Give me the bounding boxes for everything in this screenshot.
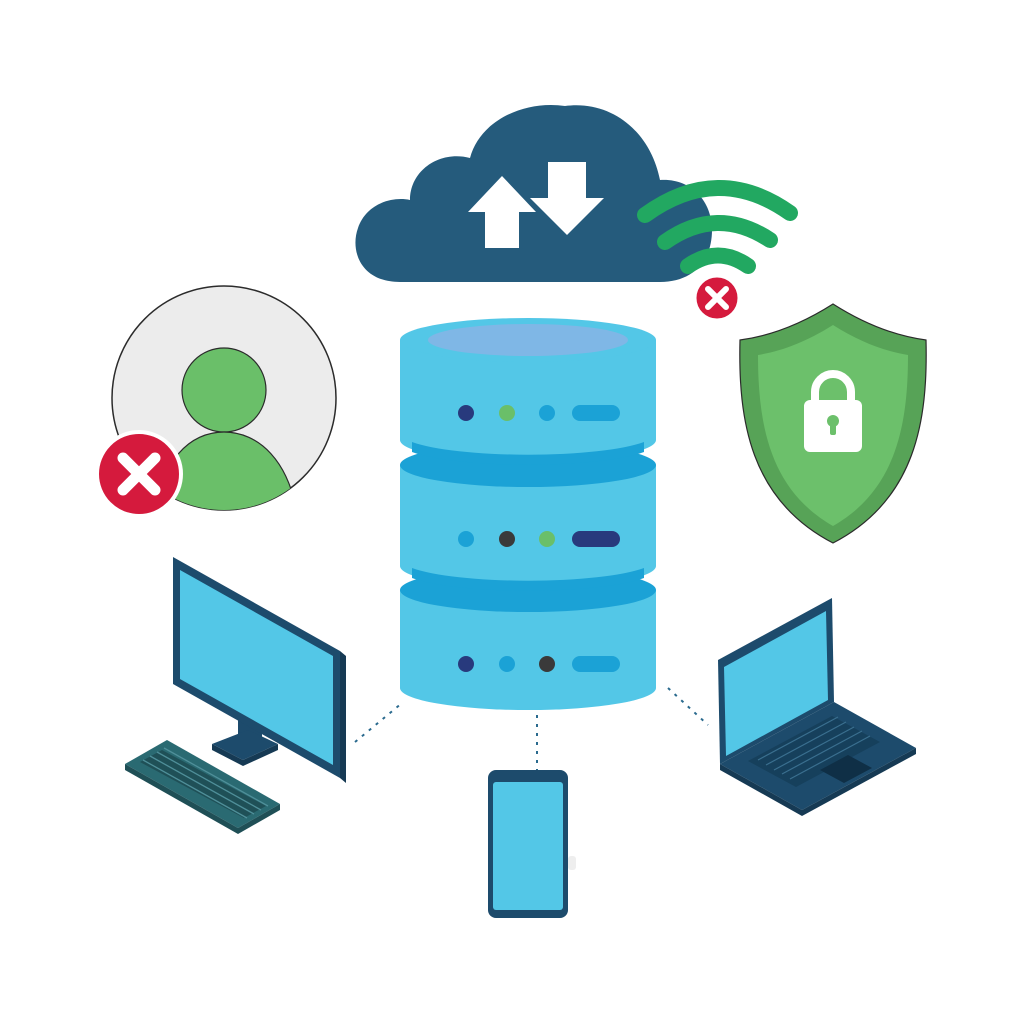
desktop-computer-icon [125,557,346,834]
monitor-screen [180,570,333,765]
cloud-sync-icon [355,104,712,282]
server-disk-top [400,318,656,465]
shield-lock-icon [739,303,927,544]
database-server-icon [400,318,656,710]
user-figure [154,347,299,510]
laptop-icon [718,598,916,816]
cloud-shape [355,104,712,282]
monitor [173,557,346,783]
wifi-arc-outer [637,180,798,223]
wifi-icon [637,180,798,274]
laptop-lid [718,598,834,764]
monitor-stand [212,716,278,766]
connector-desktop [354,702,403,743]
phone-screen [493,782,563,910]
laptop-keys [757,716,871,780]
connector-lines [354,687,709,770]
laptop-base [720,702,916,816]
download-arrow-icon [530,162,604,235]
laptop-screen [724,611,828,756]
padlock-icon [804,370,862,452]
laptop-keyboard [748,716,880,787]
wifi-arc-inner [680,247,756,274]
smartphone-icon [488,770,576,918]
laptop-touchpad [820,755,872,783]
phone-side-button [568,856,576,870]
wifi-error-badge [693,274,741,322]
close-icon [705,286,729,310]
close-icon [117,452,161,496]
upload-arrow-icon [468,176,536,248]
user-error-badge [95,430,183,518]
connector-laptop [667,687,709,726]
wifi-arc-middle [657,215,778,250]
server-disk-middle [400,443,656,591]
keyboard-icon [125,740,280,834]
